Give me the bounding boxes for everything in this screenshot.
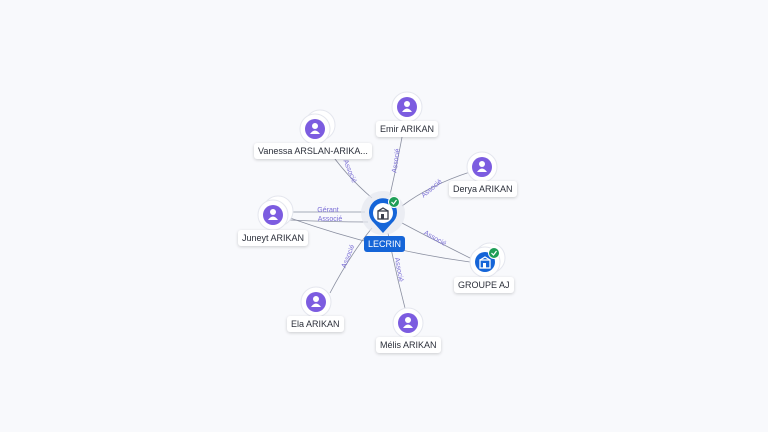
person-label-vanessa[interactable]: Vanessa ARSLAN-ARIKA... [254, 143, 372, 159]
edge-line [329, 227, 373, 294]
person-icon [403, 317, 413, 328]
person-icon [402, 101, 412, 112]
person-node-juneyt[interactable] [257, 195, 294, 231]
edge-line [401, 171, 471, 207]
edge-label: Associé [420, 178, 443, 199]
edge-groupe: Associé [401, 222, 471, 259]
person-label-ela[interactable]: Ela ARIKAN [287, 316, 344, 332]
edge-label: Associé [341, 244, 357, 269]
person-node-vanessa[interactable] [299, 109, 336, 145]
person-node-melis[interactable] [392, 307, 424, 339]
person-label-juneyt[interactable]: Juneyt ARIKAN [238, 230, 309, 246]
edge-label: Associé [342, 159, 358, 184]
person-node-ela[interactable] [300, 286, 332, 318]
company-node-groupe[interactable] [469, 242, 506, 278]
edge-label: Associé [391, 148, 401, 173]
person-icon [311, 296, 321, 307]
center-label[interactable]: LECRIN [364, 236, 406, 252]
person-label-melis[interactable]: Mélis ARIKAN [376, 337, 441, 353]
person-node-emir[interactable] [391, 91, 423, 123]
edge-juneyt: Gérant [290, 207, 365, 214]
person-node-derya[interactable] [466, 151, 498, 183]
person-label-emir[interactable]: Emir ARIKAN [376, 121, 439, 137]
edge-label: Associé [318, 216, 343, 223]
edge-label: Associé [422, 230, 447, 248]
edge-label: Gérant [317, 207, 338, 214]
check-badge-icon [488, 247, 500, 259]
person-label-derya[interactable]: Derya ARIKAN [449, 181, 517, 197]
person-icon [310, 123, 320, 134]
company-label-groupe[interactable]: GROUPE AJ [454, 277, 514, 293]
building-icon [479, 256, 491, 269]
check-badge-icon [388, 196, 400, 208]
building-icon [377, 207, 389, 220]
person-icon [268, 209, 278, 220]
person-icon [477, 161, 487, 172]
edge-line [401, 222, 471, 259]
center-node[interactable] [361, 191, 405, 235]
edge-label: Associé [393, 257, 404, 282]
